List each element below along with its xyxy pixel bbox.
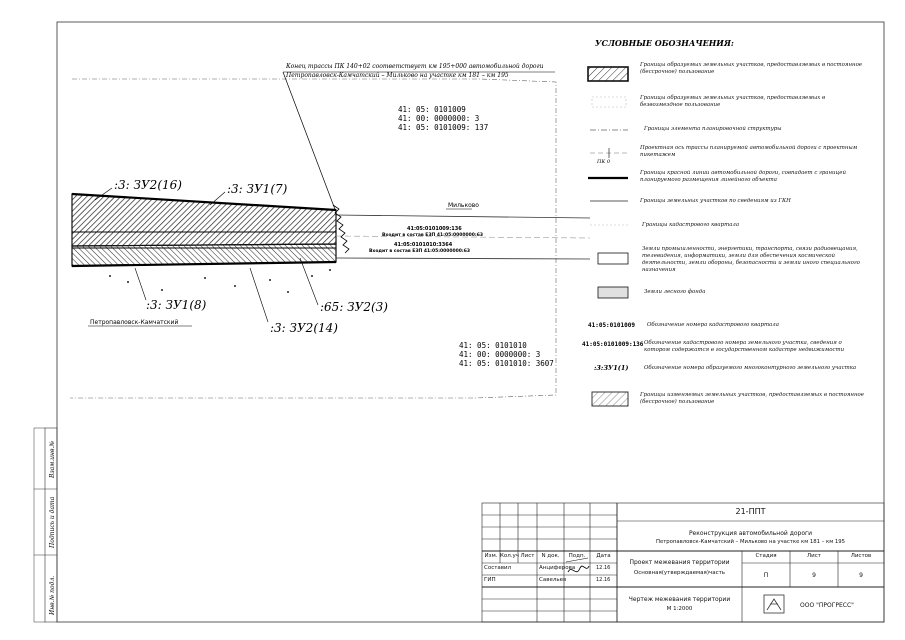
role-2: ГИП [484, 577, 496, 583]
parcel-label-5: :3: ЗУ2(14) [270, 321, 338, 335]
side-label-sign: Подпись и дата [49, 496, 56, 549]
town-right: Мильково [448, 202, 479, 209]
parcel-label-2: :3: ЗУ1(7) [227, 182, 288, 196]
quarter-bottom-1: 41: 05: 0101010 [459, 341, 527, 350]
sheets-hdr: Листов [850, 553, 872, 559]
legend-text-4: Проектная ось трассы планируемой автомоб… [640, 145, 858, 158]
hdr-podp: Подп. [568, 553, 586, 559]
stage-hdr: Стадия [755, 553, 777, 559]
survey-dots [109, 269, 331, 293]
legend-text-3: Границы элемента планировочной структуры [644, 126, 782, 132]
date-2: 12.16 [596, 577, 611, 583]
legend-text-10: Обозначение номера кадастрового квартала [647, 322, 779, 328]
side-label-replace: Взам.инв.№ [49, 441, 56, 479]
side-stamp [44, 427, 58, 623]
quarter-top-2: 41: 00: 0000000: 3 [398, 114, 479, 123]
company-logo [763, 594, 785, 614]
sheet-val: 9 [812, 572, 816, 579]
quarter-top-1: 41: 05: 0101009 [398, 105, 466, 114]
legend-title: УСЛОВНЫЕ ОБОЗНАЧЕНИЯ: [595, 38, 734, 48]
sheet-title-1: Чертеж межевания территории [628, 596, 731, 603]
small-label-b1: 41:05:0101010:3364 [394, 242, 453, 248]
route-note-1: Конец трассы ПК 140+02 соответствует км … [285, 63, 544, 70]
legend-text-9: Земли лесного фонда [644, 289, 706, 295]
sheets-val: 9 [859, 572, 863, 579]
legend-text-8: Земли промышленности, энергетики, трансп… [642, 246, 860, 273]
section-line-2: Основная(утверждаемая)часть [633, 570, 726, 576]
sheet-title-2: М 1:2000 [666, 606, 693, 612]
legend-code-parcel: 41:05:0101009:136 [582, 341, 644, 348]
sheet-frame [56, 21, 885, 623]
section-line-1: Проект межевания территории [629, 559, 730, 566]
legend-text-6: Границы земельных участков по сведениям … [640, 198, 791, 204]
legend-symbol-8 [597, 252, 629, 265]
legend-text-13: Границы изменяемых земельных участков, п… [640, 392, 864, 405]
hdr-list: Лист [520, 553, 535, 559]
project-line-1: Реконструкция автомобильной дороги [688, 530, 813, 537]
parcel-label-3: :3: ЗУ1(8) [146, 298, 207, 312]
hdr-izm: Изм. [484, 553, 498, 559]
sheet-hdr: Лист [807, 553, 821, 559]
parcel-label-1: :3: ЗУ2(16) [114, 178, 182, 192]
legend-code-quarter: 41:05:0101009 [588, 322, 635, 329]
legend-text-12: Обозначение номера образуемого многоконт… [644, 365, 857, 371]
hdr-koluch: Кол.уч [500, 553, 520, 559]
role-1: Составил [484, 565, 512, 571]
quarter-boundary [70, 78, 557, 399]
legend-text-5: Границы красной линии автомобильной доро… [640, 170, 846, 183]
side-label-inv: Инв.№ подл. [49, 576, 56, 616]
signature-2 [565, 557, 589, 563]
small-label-a2: Входит в состав ЕЗП 41:05:0000000:63 [382, 232, 483, 238]
date-1: 12.16 [596, 565, 611, 571]
name-2: Савельев [539, 577, 567, 583]
parcel-label-4: :65: ЗУ2(3) [320, 300, 388, 314]
legend-text-11: Обозначение кадастрового номера земельно… [644, 340, 845, 353]
quarter-bottom-3: 41: 05: 0101010: 3607 [459, 359, 554, 368]
legend-code-new: :3:ЗУ1(1) [594, 364, 628, 372]
name-1: Анциферова [539, 565, 576, 571]
hdr-data: Дата [596, 553, 611, 559]
small-label-b2: Входит в состав ЕЗП 41:05:0000000:63 [369, 248, 470, 254]
small-label-a1: 41:05:0101009:136 [407, 226, 462, 232]
quarter-bottom-2: 41: 00: 0000000: 3 [459, 350, 540, 359]
title-block [481, 502, 885, 623]
note-leader [282, 71, 337, 213]
company-name: ООО "ПРОГРЕСС" [800, 602, 854, 609]
legend-symbol-9 [597, 286, 629, 299]
legend-pk-symbol: ПК 0 [596, 159, 611, 165]
legend-symbol-1 [587, 66, 629, 82]
signature-1 [567, 565, 590, 573]
legend-text-2: Границы образуемых земельных участков, п… [640, 95, 826, 108]
legend-text-7: Границы кадастрового квартала [642, 222, 740, 228]
legend-symbol-2 [591, 96, 627, 108]
hdr-ndok: N док. [541, 553, 560, 559]
project-line-2: Петропавловск-Камчатский – Мильково на у… [655, 539, 846, 545]
legend-symbol-13 [591, 391, 629, 407]
stage-val: П [763, 572, 769, 579]
doc-code: 21-ППТ [735, 507, 766, 516]
legend-text-1: Границы образуемых земельных участков, п… [640, 62, 863, 75]
town-left: Петропавловск-Камчатский [90, 319, 178, 326]
route-note-2: Петропавловск-Камчатский – Мильково на у… [285, 72, 509, 79]
quarter-top-3: 41: 05: 0101009: 137 [398, 123, 488, 132]
